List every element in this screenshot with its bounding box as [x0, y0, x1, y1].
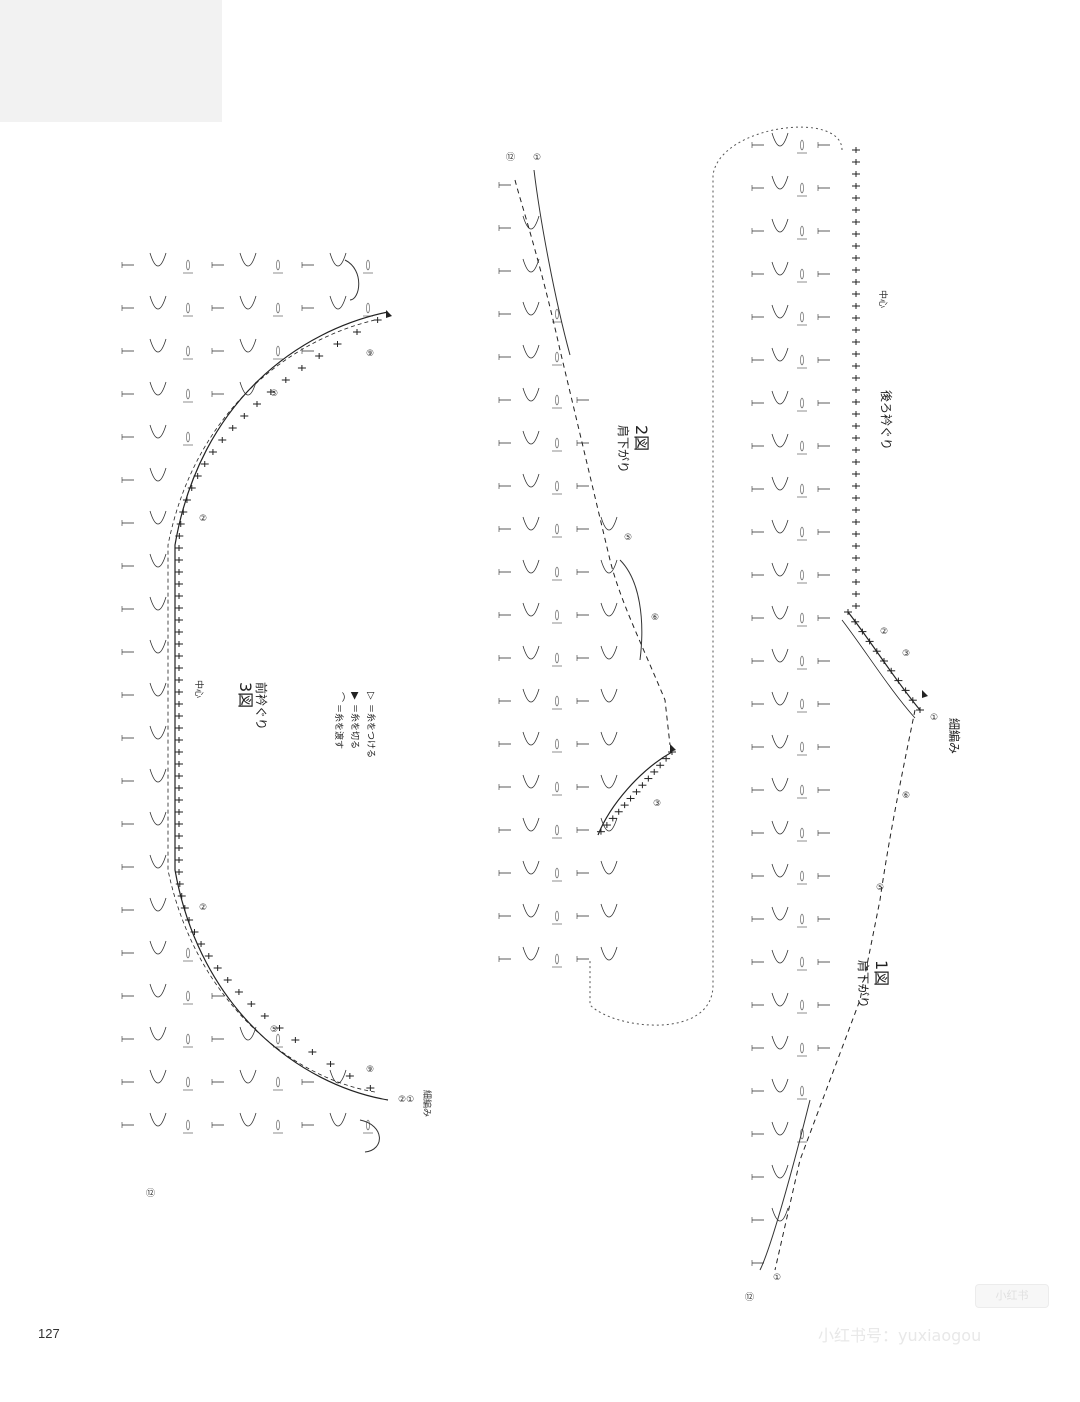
fig2-marker-3: ⑤: [624, 533, 632, 543]
connector-loop: [589, 126, 843, 1026]
fig1-marker-2: ③: [902, 649, 910, 659]
fig1-edge-label: 細編み: [947, 718, 962, 754]
fig2-labels: 2図 肩下がり: [616, 425, 651, 473]
fig3-neck-stitches: [175, 317, 382, 1091]
fig3-marker-4: ②: [199, 903, 207, 913]
fig1-title: 肩下がり: [856, 960, 871, 1008]
fig1-marker-5: ⑤: [876, 883, 884, 893]
fig3-chain-top: [344, 259, 360, 301]
fig2-marker-4: ⑥: [651, 613, 659, 623]
fig1-marker-4: ⑥: [902, 791, 910, 801]
fig2-row-markers: ⑫ ① ⑤ ⑥ ③: [506, 152, 661, 809]
fig3-cut-marker: [386, 310, 392, 318]
fig1-edge: 細編み: [947, 718, 962, 754]
watermark: 小红书号：yuxiaogou: [818, 1326, 982, 1345]
fig3-neckline: [167, 259, 389, 1153]
fig2-title: 肩下がり: [616, 425, 631, 473]
fig1-back: [759, 147, 924, 1271]
fig3-marker-1: ⑨: [366, 349, 374, 359]
fig3-number: 3図: [236, 682, 255, 708]
fig2-marker-5: ③: [653, 799, 661, 809]
watermark-badge: 小红书: [975, 1284, 1049, 1308]
legend-symbol-1: ▷: [365, 692, 376, 700]
fig2-number: 2図: [632, 425, 651, 451]
fig2-cut-marker: [670, 744, 676, 752]
legend-symbol-3: ⌒: [333, 692, 345, 702]
corner-block: [0, 0, 222, 122]
fig1-back: 後ろ衿ぐり: [879, 390, 894, 450]
fig3-edge-label: 細編み: [421, 1090, 433, 1117]
legend: ▷ ＝糸をつける ▶ ＝糸を切る ⌒ ＝糸を渡す: [333, 692, 377, 758]
fig1-center: 中心: [877, 290, 889, 308]
fig1-number: 1図: [872, 960, 891, 986]
legend-text-1: ＝糸をつける: [365, 704, 377, 758]
fig1-row-markers: ② ③ ① ⑥ ⑤ ① ⑫: [745, 627, 938, 1303]
fig3-marker-7: ②①: [398, 1095, 414, 1105]
fig1-marker-1: ②: [880, 627, 888, 637]
fig3-edge: 細編み: [421, 1090, 433, 1117]
fig3-chain-bottom: [359, 1119, 380, 1153]
fig2-slope: [514, 169, 676, 836]
fig2-stitch-grid: [498, 182, 618, 968]
fig1-labels: 1図 肩下がり: [856, 960, 891, 1008]
fig2-marker-1: ⑫: [506, 152, 515, 163]
legend-text-2: ＝糸を切る: [349, 704, 361, 749]
fig3-center: 中心: [193, 680, 205, 698]
fig1-back-label: 後ろ衿ぐり: [879, 390, 894, 450]
fig1-stitch-grid: [751, 132, 830, 1266]
fig3-marker-6: ⑨: [366, 1065, 374, 1075]
fig3-marker-2: ⑤: [270, 389, 278, 399]
fig3-marker-5: ⑤: [270, 1025, 278, 1035]
fig1-marker-3: ①: [930, 713, 938, 723]
fig3-marker-8: ⑫: [146, 1188, 155, 1199]
page-number: 127: [38, 1326, 60, 1341]
fig2-neck-stitches: [596, 749, 676, 835]
fig3-row-markers: ⑨ ⑤ ② ② ⑤ ⑨ ②① ⑫: [146, 349, 414, 1199]
fig3-title: 前衿ぐり: [254, 682, 269, 730]
legend-symbol-2: ▶: [349, 692, 360, 700]
fig1-center-label: 中心: [877, 290, 889, 308]
fig3-stitch-grid: [121, 252, 373, 1134]
fig1-marker-7: ⑫: [745, 1292, 754, 1303]
fig3-marker-3: ②: [199, 514, 207, 524]
fig1-cut-marker: [922, 690, 928, 698]
fig3-labels: 3図 前衿ぐり: [236, 682, 269, 730]
fig3-center-label: 中心: [193, 680, 205, 698]
legend-text-3: ＝糸を渡す: [333, 704, 345, 749]
fig2-marker-2: ①: [533, 153, 541, 163]
fig1-marker-6: ①: [773, 1273, 781, 1283]
fig1-neck-stitches: [844, 147, 924, 713]
